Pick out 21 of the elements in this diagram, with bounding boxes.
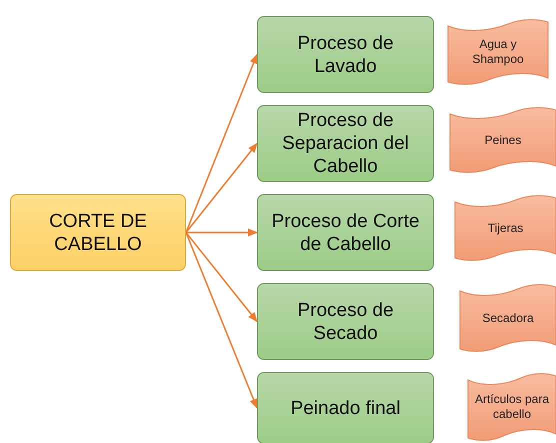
wavy-banner <box>448 20 548 84</box>
wavy-banner <box>460 285 556 351</box>
arrow <box>185 232 258 322</box>
main-topic-box: CORTE DE CABELLO <box>10 194 186 271</box>
process-box: Proceso de Lavado <box>257 16 434 93</box>
wavy-banner <box>450 108 556 172</box>
arrow <box>185 54 258 233</box>
banner-label: Tijeras <box>486 220 524 236</box>
process-box: Proceso de Corte de Cabello <box>257 194 434 271</box>
arrow <box>185 142 258 233</box>
wavy-banner <box>455 196 556 260</box>
process-box: Peinado final <box>257 372 434 443</box>
process-box: Proceso de Secado <box>257 283 434 360</box>
banner-label: Agua y Shampoo <box>471 37 525 67</box>
wavy-banner <box>468 374 556 440</box>
banner-label: Secadora <box>481 310 535 326</box>
process-box: Proceso de Separacion del Cabello <box>257 105 434 182</box>
arrow <box>185 232 258 409</box>
banner-label: Artículos para cabello <box>474 392 550 422</box>
banner-label: Peines <box>484 132 522 148</box>
arrow <box>186 228 258 236</box>
